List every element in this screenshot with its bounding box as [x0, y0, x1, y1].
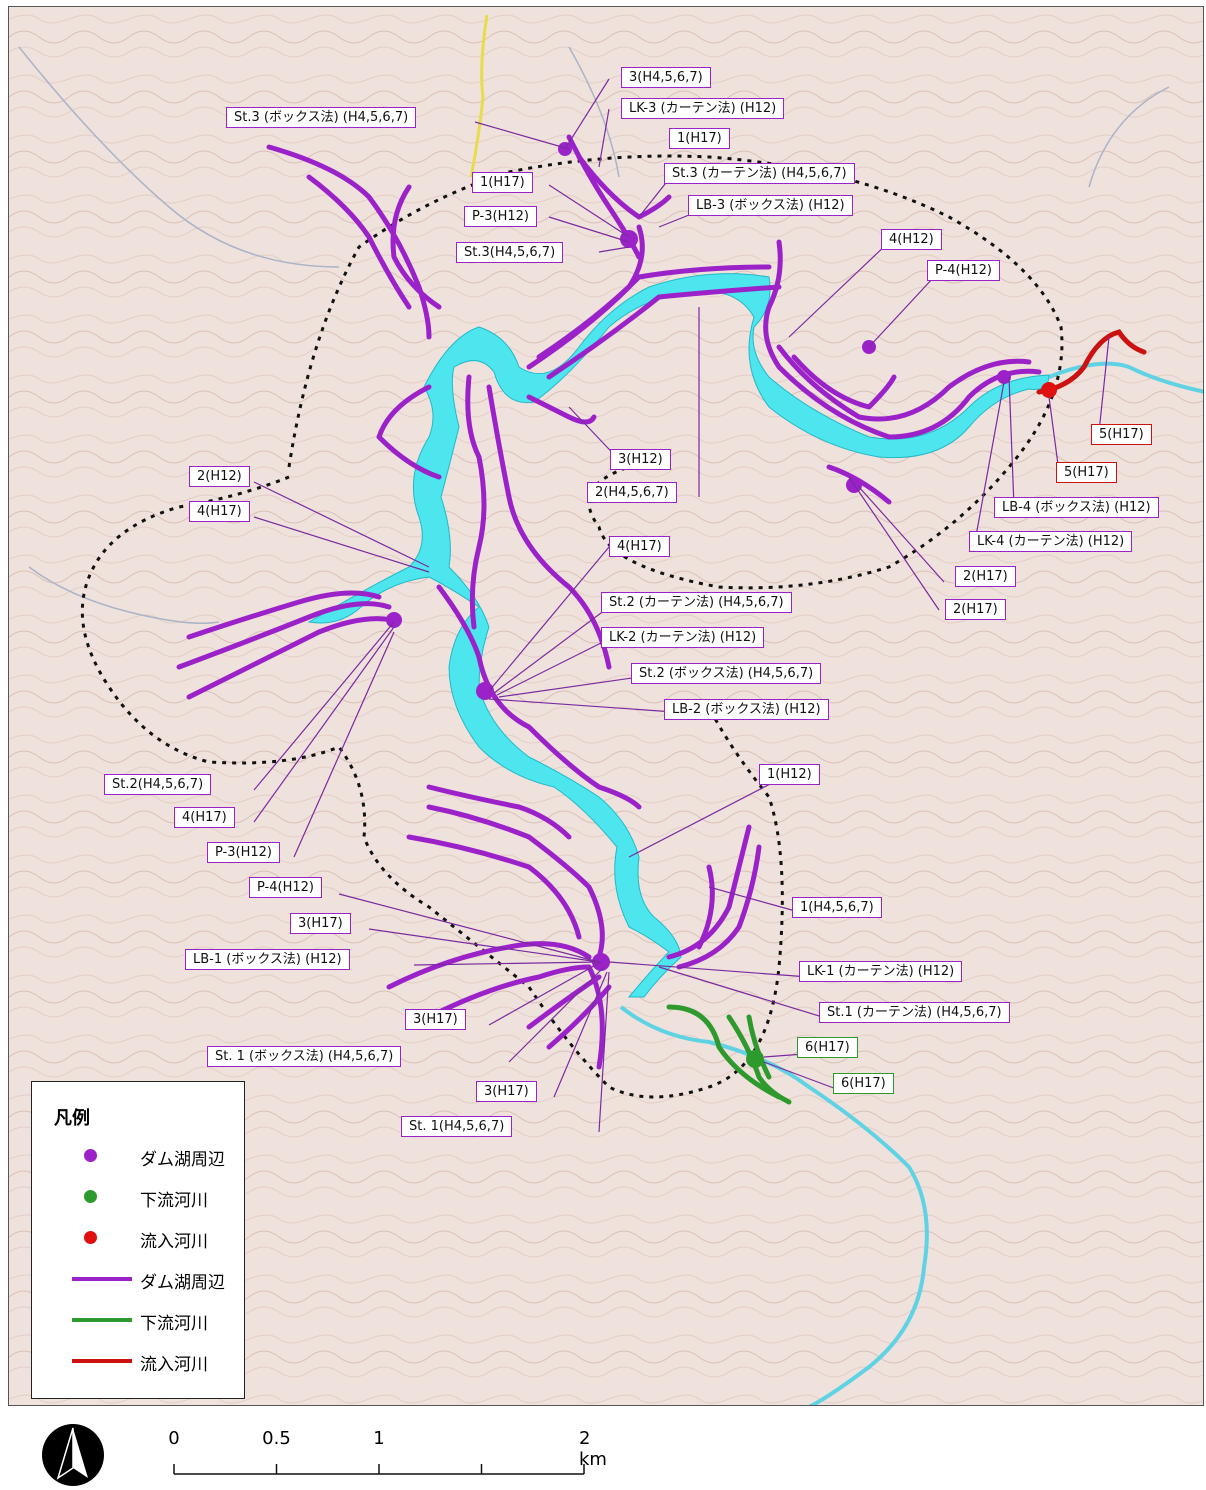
- map-label: P-4(H12): [927, 260, 1000, 281]
- scale-tick-label: 1: [373, 1428, 385, 1449]
- map-label: St.3(H4,5,6,7): [456, 242, 564, 263]
- legend-item-label: ダム湖周辺: [140, 1273, 225, 1293]
- map-label: LK-3 (カーテン法) (H12): [621, 98, 785, 119]
- map-label: LB-1 (ボックス法) (H12): [185, 949, 350, 970]
- map-label: 3(H4,5,6,7): [621, 67, 711, 88]
- map-label: St.1 (カーテン法) (H4,5,6,7): [819, 1002, 1010, 1023]
- scale-tick-label: 2 km: [579, 1428, 607, 1470]
- map-label: St.3 (ボックス法) (H4,5,6,7): [226, 107, 417, 128]
- map-label: 4(H17): [174, 807, 235, 828]
- legend-item-label: 流入河川: [140, 1232, 208, 1252]
- map-label: P-3(H12): [207, 842, 280, 863]
- legend-line-icon: [72, 1318, 132, 1322]
- map-label: 1(H17): [669, 128, 730, 149]
- map-label: 3(H17): [476, 1081, 537, 1102]
- map-label: 2(H17): [945, 599, 1006, 620]
- legend-dot-icon: [84, 1149, 97, 1162]
- downstream-survey-routes: [666, 1004, 792, 1105]
- downstream-river: [619, 1005, 929, 1405]
- map-label: P-4(H12): [249, 877, 322, 898]
- map-label: 3(H17): [405, 1009, 466, 1030]
- map-label: P-3(H12): [464, 206, 537, 227]
- map-label: 4(H12): [881, 229, 942, 250]
- map-label: 5(H17): [1056, 462, 1117, 483]
- legend-item: ダム湖周辺: [52, 1142, 242, 1170]
- map-label: 3(H17): [290, 913, 351, 934]
- map-label: 5(H17): [1091, 424, 1152, 445]
- road: [469, 14, 489, 178]
- map-label: St.2 (ボックス法) (H4,5,6,7): [631, 663, 822, 684]
- map-label: LK-4 (カーテン法) (H12): [969, 531, 1133, 552]
- legend-item: 下流河川: [52, 1306, 242, 1334]
- legend-item: ダム湖周辺: [52, 1265, 242, 1293]
- legend-item-label: ダム湖周辺: [140, 1150, 225, 1170]
- map-label: St. 1 (ボックス法) (H4,5,6,7): [207, 1046, 402, 1067]
- map-label: 4(H17): [189, 501, 250, 522]
- legend-line-icon: [72, 1277, 132, 1281]
- map-label: LK-1 (カーテン法) (H12): [799, 961, 963, 982]
- map-label: 3(H12): [610, 449, 671, 470]
- map-label: St.2(H4,5,6,7): [104, 774, 212, 795]
- legend-line-icon: [72, 1359, 132, 1363]
- map-label: 2(H12): [189, 466, 250, 487]
- scale-bar-line: [173, 1464, 585, 1475]
- reservoir: [307, 273, 1050, 998]
- scale-tick-label: 0.5: [262, 1428, 291, 1449]
- map-label: 2(H4,5,6,7): [587, 482, 677, 503]
- map-label: 1(H12): [759, 764, 820, 785]
- survey-boundary: [80, 154, 1064, 1099]
- map-label: LB-3 (ボックス法) (H12): [688, 195, 853, 216]
- legend-item: 下流河川: [52, 1183, 242, 1211]
- legend-item-label: 流入河川: [140, 1355, 208, 1375]
- legend-item: 流入河川: [52, 1224, 242, 1252]
- scale-bar: 0 0.5 1 2 km: [150, 1428, 630, 1478]
- map-label: LK-2 (カーテン法) (H12): [601, 627, 765, 648]
- inflow-river: [1048, 361, 1203, 394]
- inflow-survey-routes: [1036, 329, 1147, 395]
- legend-dot-icon: [84, 1231, 97, 1244]
- map-label: 6(H17): [797, 1037, 858, 1058]
- dam-lake-survey-routes: [176, 134, 1042, 1070]
- map-label: 6(H17): [833, 1073, 894, 1094]
- legend-item: 流入河川: [52, 1347, 242, 1375]
- map-label: 1(H4,5,6,7): [792, 897, 882, 918]
- label-leader-lines: [253, 78, 1110, 1133]
- map-label: LB-4 (ボックス法) (H12): [994, 497, 1159, 518]
- map-panel: 3(H4,5,6,7) LK-3 (カーテン法) (H12) St.3 (ボック…: [8, 6, 1204, 1406]
- scale-tick-label: 0: [168, 1428, 180, 1449]
- legend: 凡例 ダム湖周辺下流河川流入河川ダム湖周辺下流河川流入河川: [31, 1081, 245, 1399]
- minor-streams: [18, 46, 1170, 624]
- map-label: 1(H17): [472, 172, 533, 193]
- north-arrow-icon: [42, 1424, 104, 1486]
- legend-item-label: 下流河川: [140, 1191, 208, 1211]
- legend-item-label: 下流河川: [140, 1314, 208, 1334]
- map-label: St.3 (カーテン法) (H4,5,6,7): [664, 163, 855, 184]
- map-label: 4(H17): [609, 536, 670, 557]
- map-label: St.2 (カーテン法) (H4,5,6,7): [601, 592, 792, 613]
- map-label: LB-2 (ボックス法) (H12): [664, 699, 829, 720]
- legend-dot-icon: [84, 1190, 97, 1203]
- legend-title: 凡例: [54, 1108, 90, 1129]
- map-label: St. 1(H4,5,6,7): [401, 1116, 513, 1137]
- map-label: 2(H17): [955, 566, 1016, 587]
